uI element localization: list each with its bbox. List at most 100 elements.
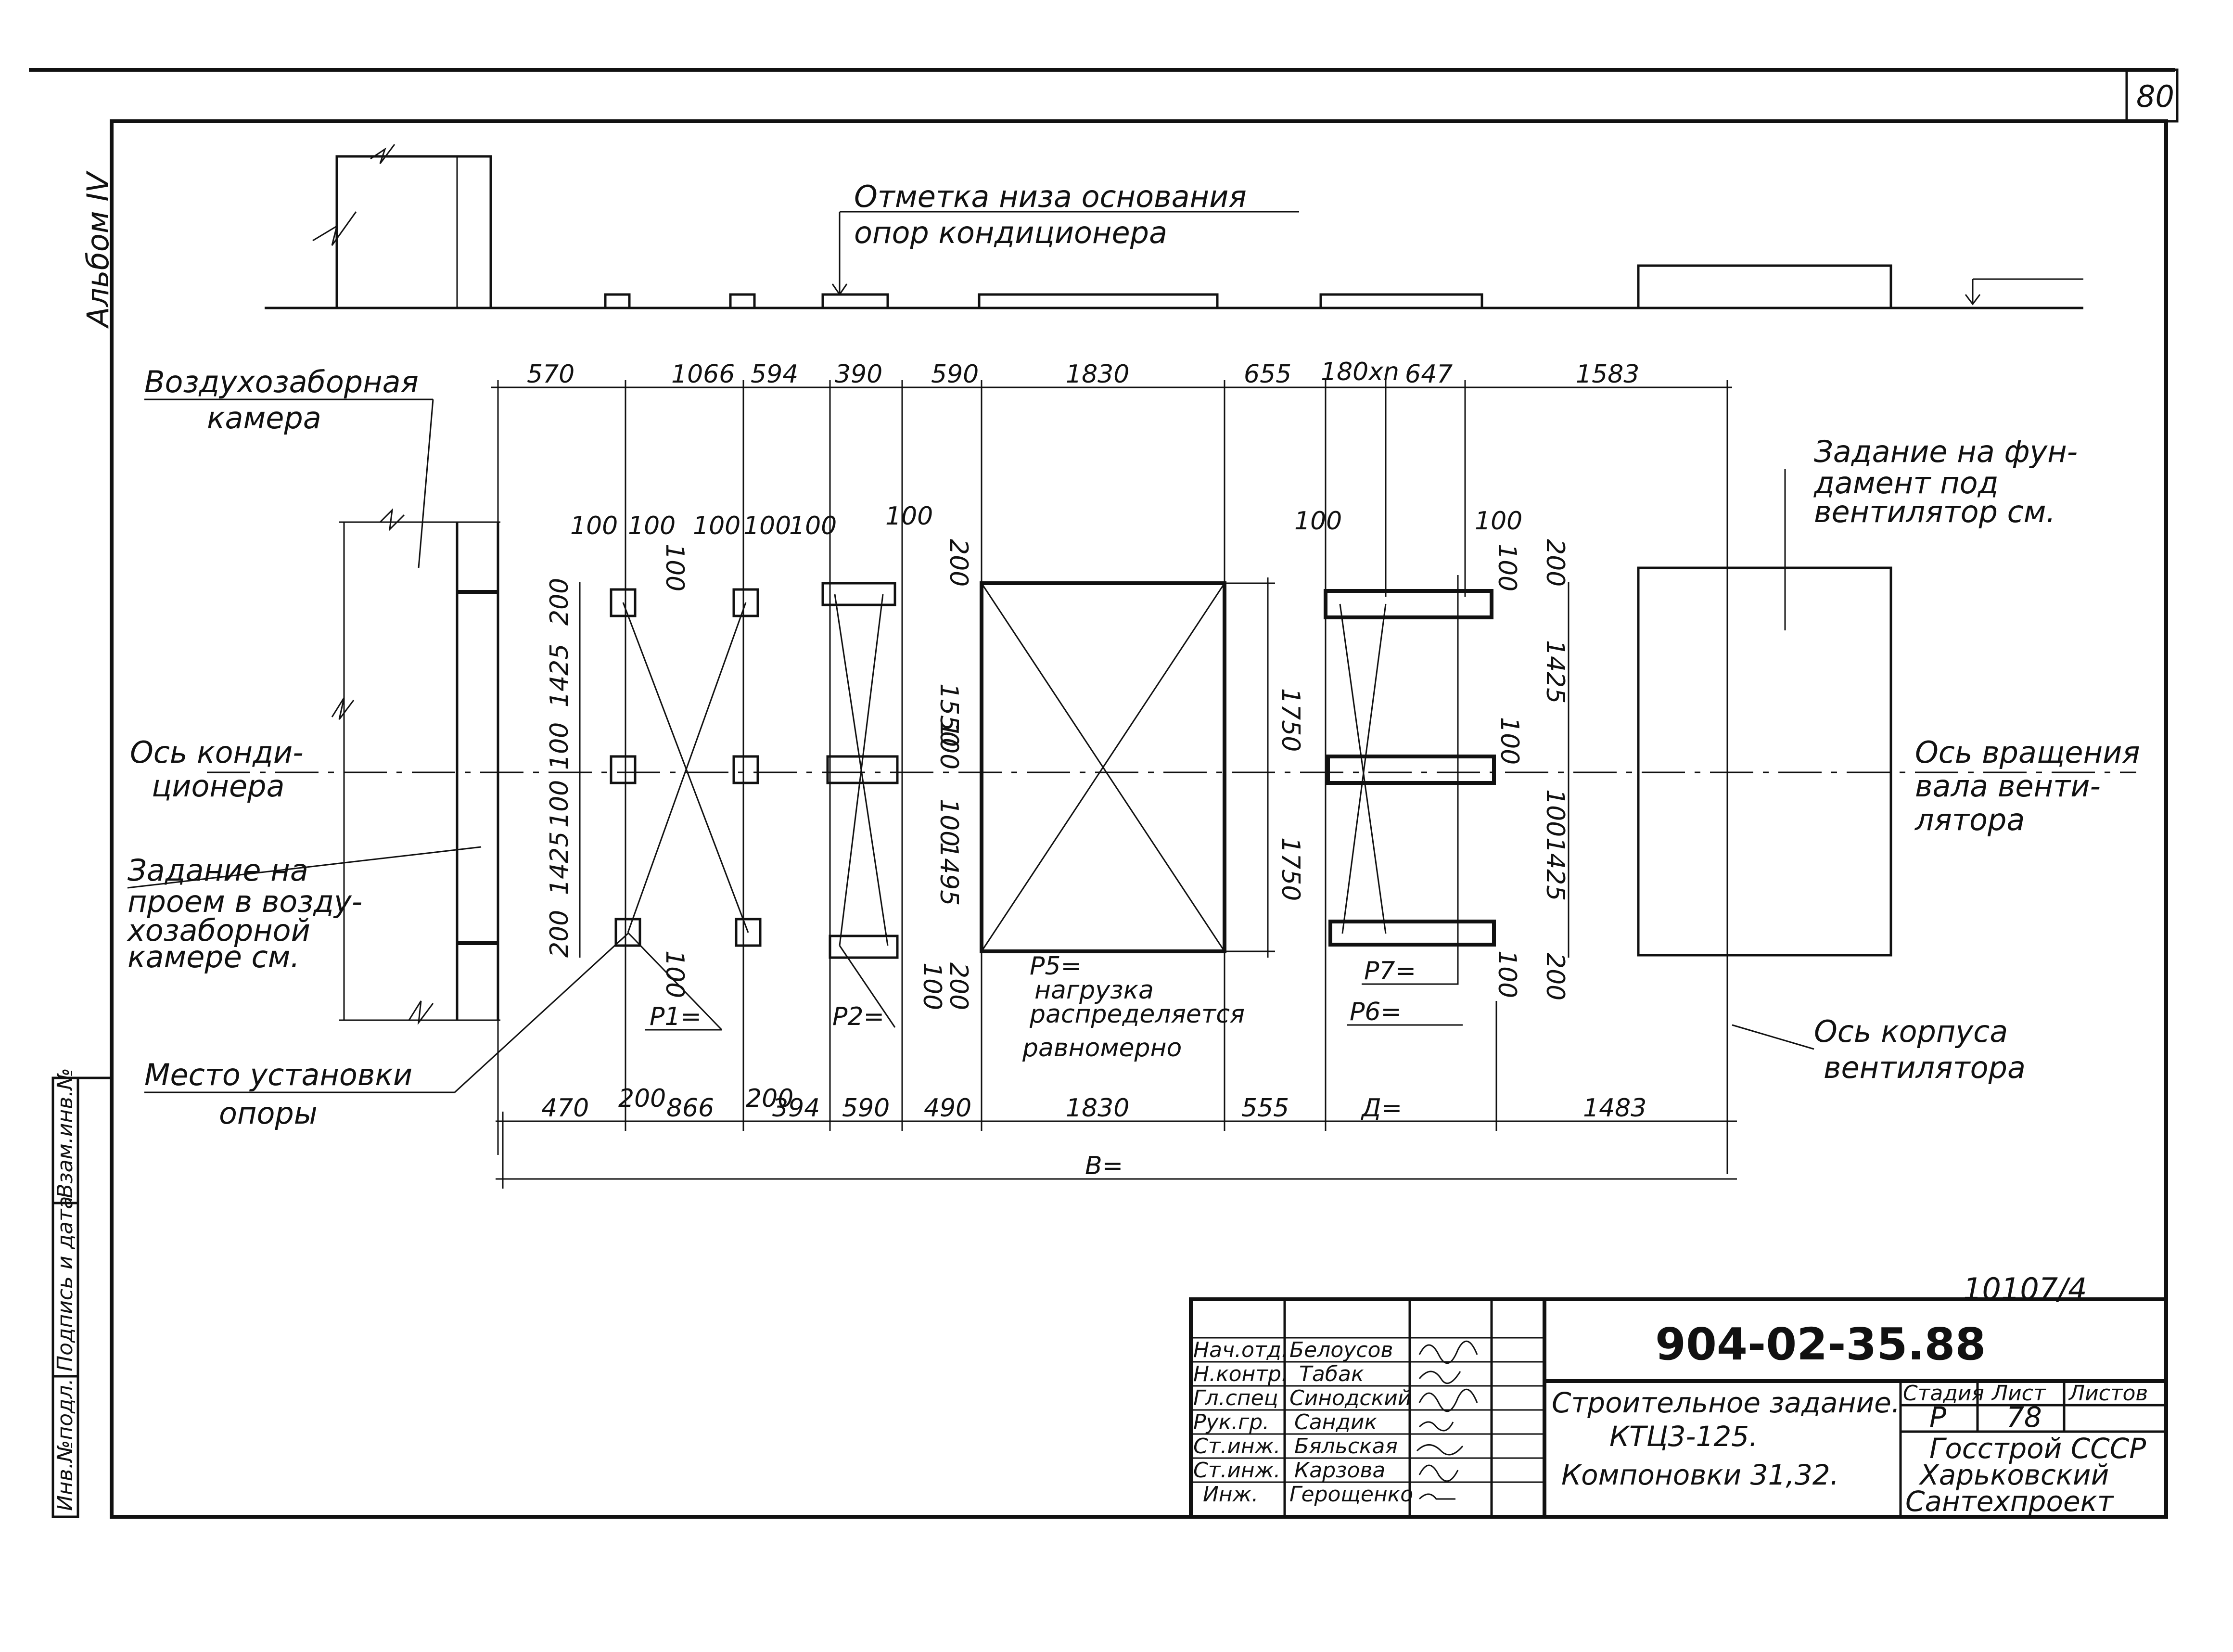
role-2: Н.контр. bbox=[1193, 1362, 1288, 1386]
right-v-1425b: 1425 bbox=[1541, 837, 1569, 901]
base-mark-line1: Отметка низа основания bbox=[854, 179, 1247, 214]
break-mark-5 bbox=[408, 1000, 434, 1025]
side-stamp-sign: Подпись и дата bbox=[53, 1196, 77, 1371]
annotations: Воздухозаборная камера Задание на фун- д… bbox=[127, 364, 2140, 1131]
opening-task-line4: камере см. bbox=[128, 939, 300, 974]
name-4: Сандик bbox=[1294, 1410, 1377, 1434]
h-100-7: 100 bbox=[1294, 507, 1342, 536]
title-line3: Компоновки 31,32. bbox=[1561, 1459, 1839, 1491]
inventory-number: 10107/4 bbox=[1963, 1271, 2087, 1306]
role-3: Гл.спец bbox=[1193, 1386, 1278, 1410]
side-stamp-replace: Взам.инв.№ bbox=[53, 1068, 77, 1198]
bottom-dim-1483: 1483 bbox=[1583, 1094, 1646, 1123]
fan-body-axis-line2: вентилятора bbox=[1824, 1050, 2026, 1085]
h-100-6: 100 bbox=[885, 502, 933, 531]
signature-3 bbox=[1418, 1388, 1478, 1412]
support-pad-5 bbox=[1319, 293, 1483, 309]
stage-value: Р bbox=[1929, 1401, 1946, 1434]
support-pad-4 bbox=[978, 293, 1219, 309]
p5-line4: равномерно bbox=[1022, 1034, 1182, 1063]
mid-v-1495: 1495 bbox=[934, 842, 963, 906]
name-3: Синодский bbox=[1289, 1386, 1411, 1410]
load-p7: P7= bbox=[1364, 957, 1416, 986]
signature-1 bbox=[1418, 1340, 1478, 1364]
base-mark-line2: опор кондиционера bbox=[854, 215, 1167, 250]
bottom-dim-590: 590 bbox=[842, 1094, 890, 1123]
base-mark-arrow bbox=[831, 283, 848, 296]
opening-task-leader bbox=[127, 846, 482, 889]
g1-v-top-100: 100 bbox=[660, 544, 689, 591]
air-intake-elevation bbox=[335, 155, 492, 308]
org-line3: Сантехпроект bbox=[1905, 1485, 2115, 1518]
brace-2b bbox=[839, 594, 884, 946]
support-place-line1: Место установки bbox=[144, 1057, 412, 1092]
p7-leader bbox=[1362, 575, 1459, 985]
left-v-1425b: 1425 bbox=[545, 832, 574, 895]
elevation-view: Отметка низа основания опор кондиционера bbox=[265, 144, 2083, 309]
left-v-200a: 200 bbox=[545, 578, 574, 626]
left-v-100a: 100 bbox=[545, 722, 574, 770]
p5-line3: распределяется bbox=[1029, 1000, 1245, 1029]
support-group-1: P1= bbox=[610, 588, 762, 1031]
signature-2 bbox=[1418, 1370, 1461, 1384]
opening-task-line3: хозаборной bbox=[127, 913, 310, 948]
support-pad-3 bbox=[821, 293, 889, 309]
mid-v-100b: 100 bbox=[934, 799, 963, 846]
support-place-line2: опоры bbox=[219, 1096, 318, 1131]
p1-leader bbox=[627, 932, 723, 1031]
name-1: Белоусов bbox=[1289, 1338, 1393, 1362]
mid-v-1550: 1550 bbox=[934, 683, 963, 747]
fan-foundation-line1: Задание на фун- bbox=[1814, 434, 2078, 469]
p2-leader bbox=[839, 945, 896, 1028]
bottom-dim-200b: 200 bbox=[746, 1084, 793, 1113]
right-vertical-dims: 200 1425 100 100 1425 200 100 100 bbox=[1493, 539, 1569, 1000]
title-line1: Строительное задание. bbox=[1552, 1386, 1900, 1419]
support-place-leader bbox=[454, 933, 629, 1093]
rotation-axis-line2: вала венти- bbox=[1915, 768, 2101, 804]
brace-3a bbox=[1339, 603, 1387, 934]
post-1e bbox=[614, 918, 641, 947]
name-7: Герощенко bbox=[1289, 1482, 1413, 1507]
pad-3a bbox=[1324, 589, 1493, 619]
bottom-dimension-chain: 470 200 866 200 394 590 490 1830 555 Д= … bbox=[496, 1084, 1737, 1189]
central-diag-b bbox=[981, 583, 1225, 952]
left-vertical-dims: 200 1425 100 100 1425 200 bbox=[545, 578, 581, 958]
mid-v-200: 200 bbox=[944, 962, 973, 1010]
top-dim-590: 590 bbox=[931, 360, 979, 389]
pad-2a bbox=[821, 582, 896, 606]
page-number-box bbox=[2125, 68, 2179, 123]
air-intake-plan bbox=[331, 508, 500, 1025]
sheets-header: Листов bbox=[2068, 1381, 2148, 1406]
post-1b bbox=[732, 588, 759, 617]
support-group-2: P2= bbox=[821, 582, 899, 1031]
air-intake-line1: Воздухозаборная bbox=[144, 364, 419, 399]
mid-v-100a: 100 bbox=[934, 722, 963, 769]
name-5: Бяльская bbox=[1294, 1434, 1398, 1459]
top-dim-594: 594 bbox=[751, 360, 798, 389]
fan-body-axis-leader bbox=[1732, 1024, 1814, 1050]
post-1f bbox=[735, 918, 762, 947]
box-dim-1750b: 1750 bbox=[1276, 837, 1305, 901]
fan-elevation-block bbox=[1637, 264, 1892, 309]
g1-v-bottom-100: 100 bbox=[660, 950, 689, 998]
support-pad-1 bbox=[604, 293, 631, 309]
h-100-1: 100 bbox=[570, 512, 618, 540]
h-100-5: 100 bbox=[789, 512, 837, 540]
role-1: Нач.отд. bbox=[1193, 1338, 1288, 1362]
brace-1a bbox=[622, 602, 749, 933]
doc-code: 904-02-35.88 bbox=[1655, 1319, 1986, 1370]
stage-header: Стадия bbox=[1903, 1381, 1984, 1406]
brace-3b bbox=[1341, 603, 1387, 934]
top-dim-180xn: 180xn bbox=[1321, 358, 1399, 386]
pad-3b bbox=[1326, 755, 1496, 785]
role-7: Инж. bbox=[1203, 1482, 1258, 1507]
load-p2: P2= bbox=[832, 1002, 884, 1031]
left-v-100b: 100 bbox=[545, 780, 574, 828]
right-v-200a: 200 bbox=[1541, 539, 1569, 587]
right-v-top-100: 100 bbox=[1493, 544, 1521, 591]
h-100-8: 100 bbox=[1475, 507, 1522, 536]
side-stamp-frame bbox=[51, 1076, 79, 1518]
role-6: Ст.инж. bbox=[1193, 1458, 1280, 1483]
break-mark-1 bbox=[312, 211, 357, 246]
